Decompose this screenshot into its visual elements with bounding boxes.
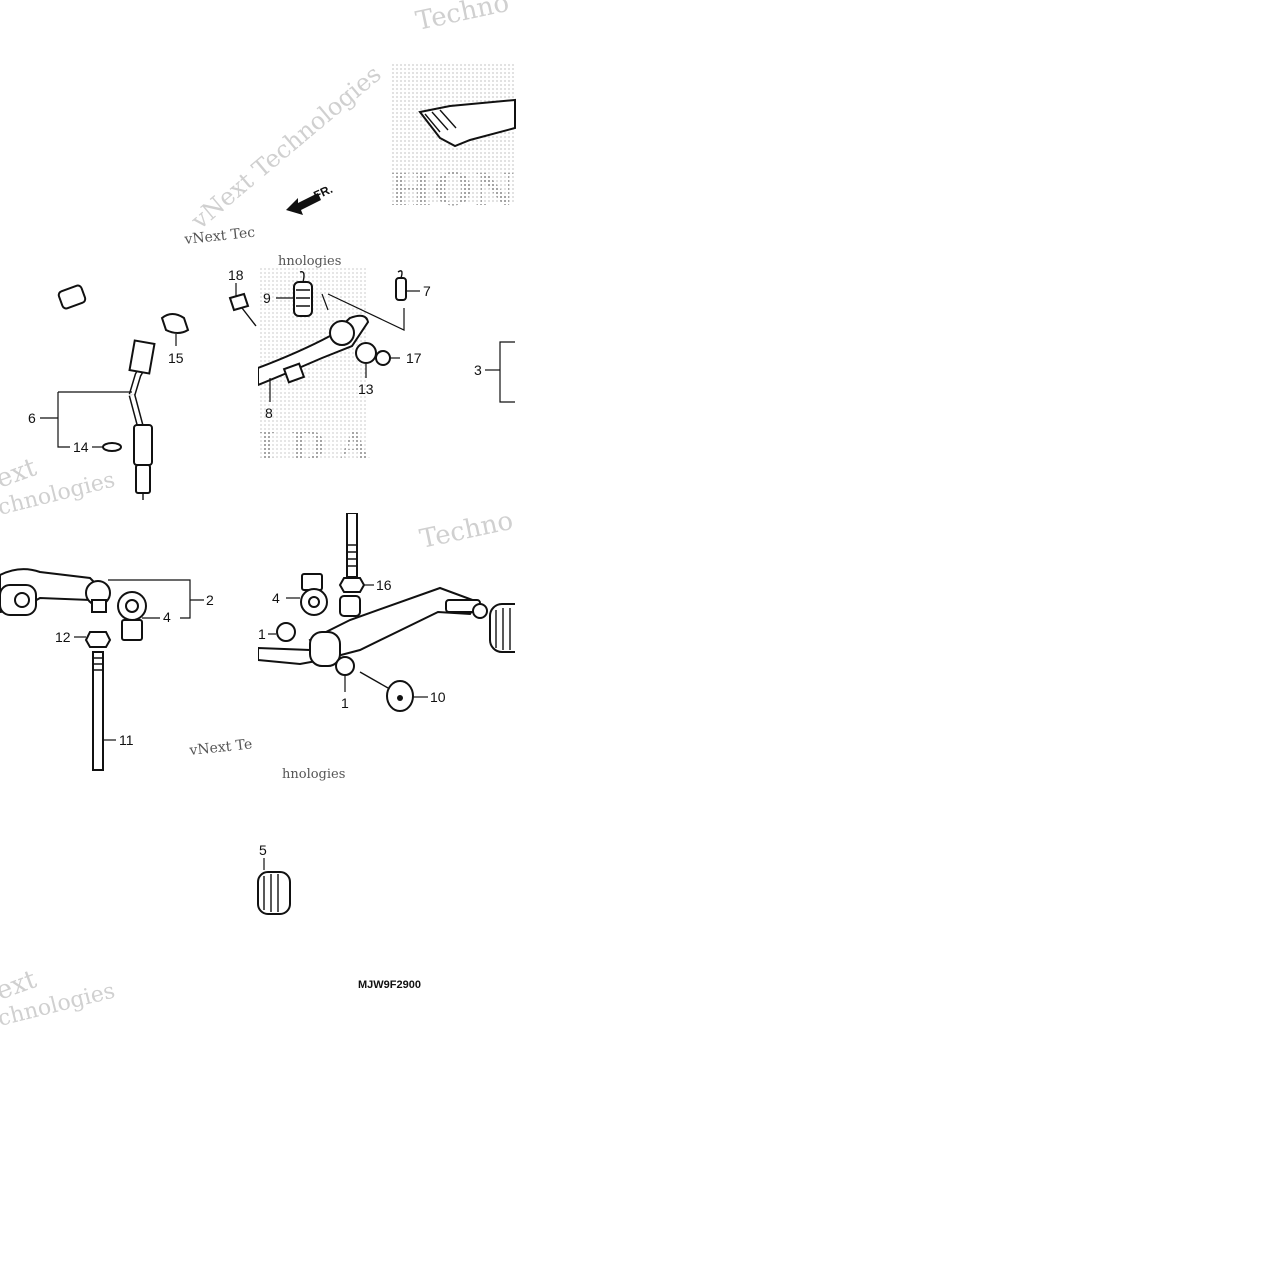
callout-label: 1 xyxy=(341,695,349,711)
callout-label: 2 xyxy=(206,592,214,608)
part-13-washer xyxy=(355,342,377,364)
callout-label: 8 xyxy=(265,405,273,421)
brand-text: IDA xyxy=(258,423,371,470)
callout-label: 16 xyxy=(376,577,392,593)
callout-label: 15 xyxy=(168,350,184,366)
part-6-hose-assembly xyxy=(57,284,156,500)
callout-label: 5 xyxy=(259,842,267,858)
callout-label: 18 xyxy=(228,267,244,283)
part-10-pivot-bolt xyxy=(359,671,414,712)
part-4-rod-end-right xyxy=(300,573,328,616)
watermark-text: Techno xyxy=(413,0,512,37)
watermark-text: vNext Tec xyxy=(183,225,256,248)
watermark-text: vNext Te xyxy=(188,736,253,759)
part-5-pedal-rubber xyxy=(257,871,291,915)
part-16-nut xyxy=(338,577,366,593)
part-9-spring xyxy=(293,271,313,317)
part-15-clip xyxy=(160,313,190,334)
part-14-o-ring xyxy=(102,442,122,452)
front-direction-arrow: FR. xyxy=(286,182,335,215)
callout-label: 3 xyxy=(474,362,482,378)
callout-label: 7 xyxy=(423,283,431,299)
part-11-rod xyxy=(92,651,104,771)
part-17-washer xyxy=(375,350,391,366)
brake-pedal-top xyxy=(418,98,516,148)
callout-label: 17 xyxy=(406,350,422,366)
direction-label: FR. xyxy=(311,182,334,203)
part-2-shift-arm xyxy=(0,568,111,616)
callout-label: 4 xyxy=(272,590,280,606)
callout-label: 12 xyxy=(55,629,71,645)
part-1-washer-upper xyxy=(276,622,296,642)
callout-label: 10 xyxy=(430,689,446,705)
callout-label: 1 xyxy=(258,626,266,642)
callout-label: 6 xyxy=(28,410,36,426)
watermark-text: vNext Technologies xyxy=(185,60,386,235)
callout-label: 9 xyxy=(263,290,271,306)
watermark-text: hnologies xyxy=(282,767,345,782)
callout-label: 11 xyxy=(119,732,134,748)
part-12-nut xyxy=(84,631,112,648)
leader-lines xyxy=(40,283,500,870)
part-8-pivot-arm xyxy=(258,314,370,387)
callout-label: 14 xyxy=(73,439,89,455)
brand-text: HON xyxy=(390,165,515,216)
part-3-bracket-line xyxy=(499,341,515,403)
callout-label: 4 xyxy=(163,609,171,625)
watermark-text: hnologies xyxy=(278,254,341,269)
part-1-washer-lower xyxy=(335,656,355,676)
part-7-spring xyxy=(395,270,407,301)
callout-numbers: 1 1 2 3 4 4 5 6 7 8 9 10 11 12 13 14 15 … xyxy=(28,267,482,858)
shift-pedal-assembly xyxy=(258,513,515,667)
part-4-rod-end-left xyxy=(117,591,147,641)
part-18-bolt xyxy=(228,292,257,327)
callout-label: 13 xyxy=(358,381,374,397)
watermark-text: Techno xyxy=(417,506,516,555)
part-code: MJW9F2900 xyxy=(358,979,421,991)
